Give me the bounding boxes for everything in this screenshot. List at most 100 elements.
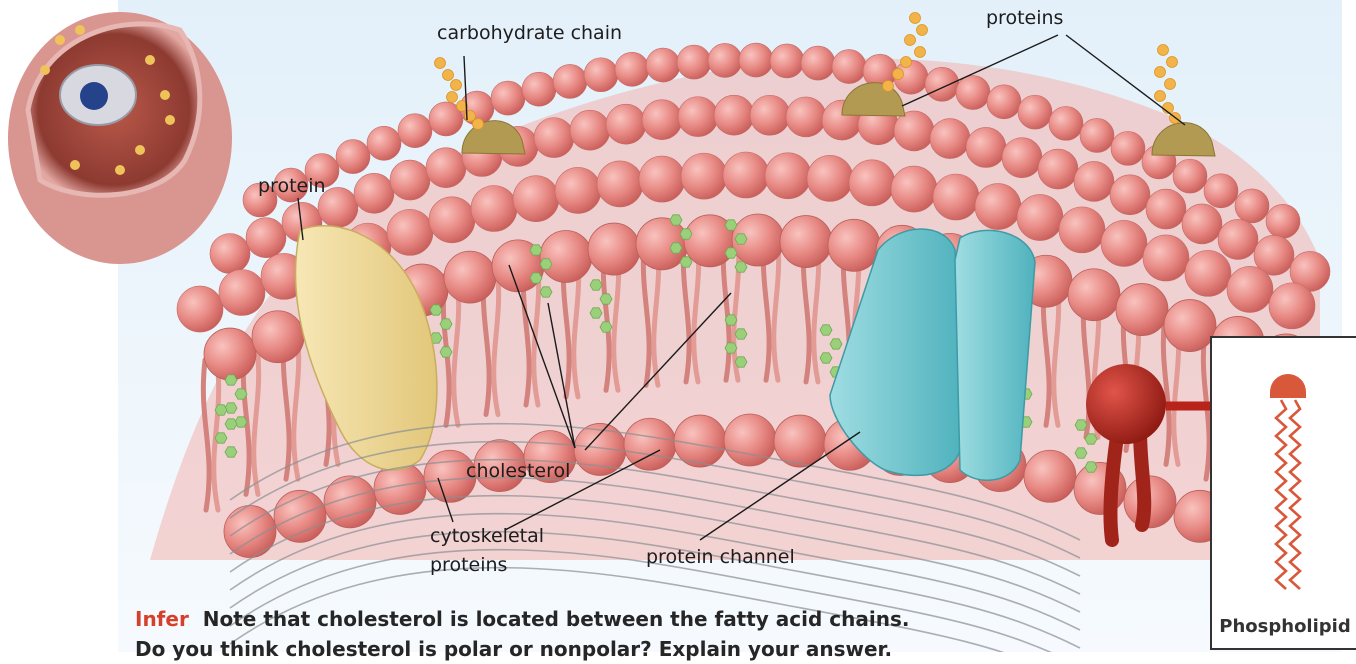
phospholipid-head	[849, 160, 895, 206]
phospholipid-head	[553, 64, 587, 98]
phospholipid-head	[1059, 207, 1105, 253]
phospholipid-head	[246, 218, 286, 258]
vesicle	[115, 165, 125, 175]
protein-label: protein	[258, 174, 326, 199]
phospholipid-head	[398, 114, 432, 148]
cholesterol-molecule	[1075, 448, 1087, 458]
cholesterol-molecule	[225, 419, 237, 429]
cholesterol-molecule	[235, 417, 247, 427]
phospholipid-head	[1164, 300, 1216, 352]
vesicle	[165, 115, 175, 125]
carbohydrate-unit	[435, 58, 446, 69]
cholesterol-molecule	[440, 347, 452, 357]
cholesterol-molecule	[820, 353, 832, 363]
cholesterol-molecule	[235, 389, 247, 399]
carbohydrate-chain-label: carbohydrate chain	[437, 21, 622, 46]
vesicle	[70, 160, 80, 170]
phospholipid-head	[1269, 283, 1315, 329]
cholesterol-molecule	[670, 243, 682, 253]
carbohydrate-unit	[443, 70, 454, 81]
phospholipid-head	[444, 251, 496, 303]
phospholipid-head	[956, 76, 990, 110]
phospholipid-head	[1101, 220, 1147, 266]
phospholipid-head	[588, 223, 640, 275]
phospholipid-head	[807, 155, 853, 201]
carbohydrate-unit	[883, 81, 894, 92]
cholesterol-molecule	[215, 405, 227, 415]
phospholipid-head	[522, 72, 556, 106]
carbohydrate-unit	[901, 57, 912, 68]
phospholipid-head	[429, 197, 475, 243]
phospholipid-head	[354, 173, 394, 213]
phospholipid-head	[832, 50, 866, 84]
cholesterol-molecule	[725, 248, 737, 258]
phospholipid-head	[615, 52, 649, 86]
phospholipid-head-icon	[1270, 374, 1306, 398]
phospholipid-head	[677, 45, 711, 79]
vesicle	[40, 65, 50, 75]
phospholipid-head	[770, 44, 804, 78]
phospholipid-head	[219, 270, 265, 316]
phospholipid-head	[723, 152, 769, 198]
phospholipid-head	[750, 95, 790, 135]
caption-text-1: Note that cholesterol is located between…	[203, 607, 910, 631]
phospholipid-head	[1017, 195, 1063, 241]
cholesterol-molecule	[725, 343, 737, 353]
phospholipid-head	[1110, 175, 1150, 215]
carbohydrate-unit	[1158, 45, 1169, 56]
phospholipid-head	[1185, 250, 1231, 296]
phospholipid-head	[891, 166, 937, 212]
infer-keyword: Infer	[135, 607, 189, 631]
cholesterol-molecule	[540, 287, 552, 297]
phospholipid-head	[624, 418, 676, 470]
phospholipid-head	[204, 328, 256, 380]
phospholipid-head	[210, 234, 250, 274]
phospholipid-head	[966, 127, 1006, 167]
phospholipid-head	[390, 160, 430, 200]
phospholipid-head	[224, 506, 276, 558]
phospholipid-head	[426, 148, 466, 188]
phospholipid-head	[987, 85, 1021, 119]
carbohydrate-unit	[473, 119, 484, 130]
phospholipid-head	[252, 311, 304, 363]
phospholipid-head	[1182, 204, 1222, 244]
cholesterol-molecule	[725, 315, 737, 325]
cholesterol-molecule	[530, 245, 542, 255]
carbohydrate-unit	[1167, 57, 1178, 68]
phospholipid-head	[367, 126, 401, 160]
carbohydrate-unit	[447, 92, 458, 103]
cholesterol-molecule	[590, 308, 602, 318]
phospholipid-head	[933, 174, 979, 220]
cholesterol-molecule	[735, 357, 747, 367]
highlight-tail-left	[1110, 430, 1118, 540]
vesicle	[135, 145, 145, 155]
phospholipid-head	[708, 43, 742, 77]
phospholipid-head	[513, 176, 559, 222]
phospholipid-symbol	[1212, 338, 1356, 652]
peripheral-protein	[462, 121, 525, 154]
cholesterol-molecule	[1085, 462, 1097, 472]
phospholipid-head	[471, 186, 517, 232]
cholesterol-molecule	[540, 259, 552, 269]
phospholipid-head	[678, 97, 718, 137]
highlight-tail-right	[1140, 430, 1144, 525]
phospholipid-head	[555, 167, 601, 213]
phospholipid-head	[930, 119, 970, 159]
cytoskeletal-label-line2: proteins	[430, 553, 507, 578]
phospholipid-head	[1080, 118, 1114, 152]
cholesterol-molecule	[600, 294, 612, 304]
phospholipid-head	[894, 111, 934, 151]
phospholipid-head	[925, 67, 959, 101]
infer-caption: Infer Note that cholesterol is located b…	[135, 604, 1215, 664]
phospholipid-head	[639, 156, 685, 202]
phospholipid-head	[534, 118, 574, 158]
phospholipid-head	[1068, 269, 1120, 321]
phospholipid-head	[1111, 131, 1145, 165]
phospholipid-head	[681, 153, 727, 199]
cholesterol-molecule	[680, 257, 692, 267]
cholesterol-molecule	[735, 329, 747, 339]
highlight-phospholipid-head	[1086, 364, 1166, 444]
phospholipid-head	[1204, 174, 1238, 208]
cholesterol-molecule	[590, 280, 602, 290]
